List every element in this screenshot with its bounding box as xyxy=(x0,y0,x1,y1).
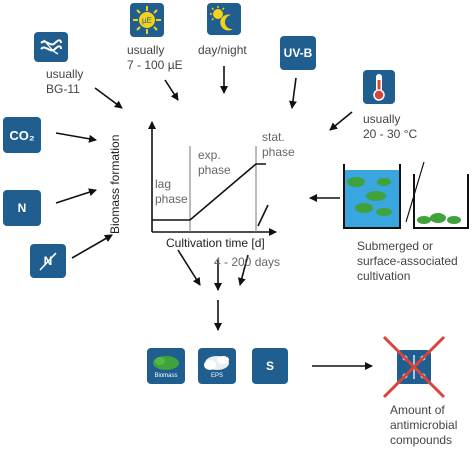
arrow-co2 xyxy=(55,132,97,143)
light-label-1: usually xyxy=(127,43,165,57)
temperature-tile xyxy=(363,70,395,104)
eps-label: EPS xyxy=(210,373,223,379)
eps-tile: EPS xyxy=(198,348,236,384)
medium-label-1: usually xyxy=(46,67,84,81)
arrow-curve-1 xyxy=(177,249,201,286)
phase-exp-2: phase xyxy=(198,163,231,177)
wave-lines-icon xyxy=(40,39,62,55)
co2-tile: CO₂ xyxy=(3,117,41,153)
arrow-curve-3 xyxy=(237,254,249,286)
sun-moon-icon xyxy=(210,6,233,31)
uvb-text: UV-B xyxy=(283,46,313,60)
duration-label: 4 - 200 days xyxy=(214,255,281,269)
arrow-uvb xyxy=(288,77,297,109)
sun-icon: µE xyxy=(133,6,161,34)
no-nitrogen-tile: N xyxy=(30,244,66,278)
uvb-tile: UV-B xyxy=(280,36,316,70)
s-text: S xyxy=(265,359,274,373)
crossed-n-icon xyxy=(39,252,57,271)
result-label-2: antimicrobial xyxy=(390,418,458,432)
cultivation-label-3: cultivation xyxy=(357,269,411,283)
biomass-icon xyxy=(153,356,179,370)
arrow-medium xyxy=(94,87,123,109)
result-label-1: Amount of xyxy=(390,403,445,417)
arrow-no-n xyxy=(71,234,113,259)
cultivation-label-1: Submerged or xyxy=(357,239,434,253)
phase-stat-2: phase xyxy=(262,145,295,159)
daynight-label: day/night xyxy=(198,43,247,57)
arrow-n xyxy=(55,188,97,204)
phase-stat-1: stat. xyxy=(262,130,285,144)
thermometer-icon xyxy=(373,74,385,101)
phase-lag-2: phase xyxy=(155,192,188,206)
phase-exp-1: exp. xyxy=(198,148,221,162)
temperature-label-1: usually xyxy=(363,112,401,126)
medium-label-2: BG-11 xyxy=(46,82,80,96)
light-icon-text: µE xyxy=(142,16,152,25)
y-axis-label: Biomass formation xyxy=(108,134,122,234)
light-tile: µE xyxy=(130,3,164,37)
nitrogen-tile: N xyxy=(3,190,41,226)
cultivation-label-2: surface-associated xyxy=(357,254,458,268)
cultivation-vessels-icon xyxy=(343,161,469,229)
biomass-label: Biomass xyxy=(154,373,178,379)
temperature-label-2: 20 - 30 °C xyxy=(363,127,418,141)
medium-tile xyxy=(34,32,68,62)
growth-curve xyxy=(148,121,277,236)
co2-text: CO₂ xyxy=(9,127,35,143)
x-axis-label: Cultivation time [d] xyxy=(166,236,265,250)
result-label-3: compounds xyxy=(390,433,453,447)
nitrogen-text: N xyxy=(17,201,27,215)
arrow-light xyxy=(164,79,179,101)
biomass-tile: Biomass xyxy=(147,348,185,384)
s-tile: S xyxy=(252,348,288,384)
crossed-antimicrobial-icon xyxy=(382,335,446,399)
phase-lag-1: lag xyxy=(155,177,172,191)
eps-icon xyxy=(204,356,229,370)
arrow-temperature xyxy=(329,111,353,131)
daynight-tile xyxy=(207,3,241,35)
light-label-2: 7 - 100 µE xyxy=(127,58,183,72)
